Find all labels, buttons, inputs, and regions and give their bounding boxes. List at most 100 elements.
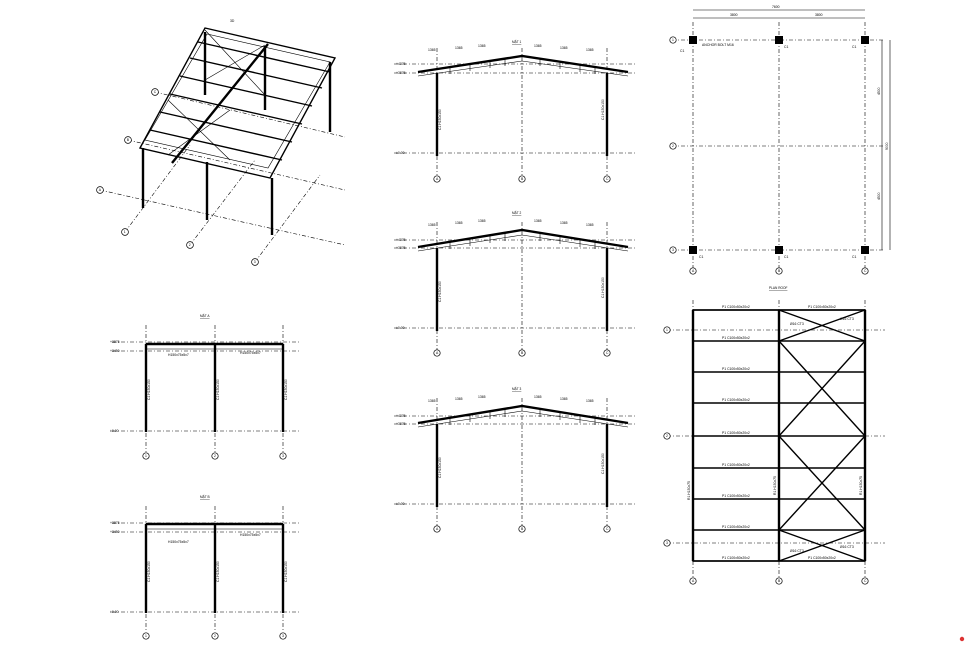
section-a-title: MẶT A (200, 314, 210, 318)
iso-grid-bubbles: A B C 1 2 3 (96, 88, 259, 266)
svg-text:C1 H150x150: C1 H150x150 (601, 277, 605, 298)
svg-text:1365: 1365 (586, 399, 594, 403)
section-2: MẶT 2 +4375 +3875 ±0.00 1365 1365 1365 1… (394, 211, 636, 357)
svg-text:9000: 9000 (885, 142, 889, 150)
svg-text:C: C (606, 177, 609, 181)
svg-text:1365: 1365 (455, 221, 463, 225)
svg-text:1365: 1365 (455, 397, 463, 401)
svg-text:P1 C100x50x20x2: P1 C100x50x20x2 (722, 556, 750, 560)
svg-text:1365: 1365 (428, 399, 436, 403)
svg-text:+4375: +4375 (396, 238, 406, 242)
svg-text:1365: 1365 (534, 219, 542, 223)
svg-text:1: 1 (666, 328, 668, 332)
svg-text:1: 1 (145, 634, 147, 638)
svg-text:C1: C1 (699, 255, 703, 259)
svg-text:+3875: +3875 (110, 521, 120, 525)
svg-text:C1 H150x150: C1 H150x150 (147, 379, 151, 400)
svg-text:1: 1 (124, 230, 126, 234)
svg-text:1365: 1365 (428, 48, 436, 52)
svg-text:2: 2 (214, 454, 216, 458)
svg-text:C1 H150x150: C1 H150x150 (147, 561, 151, 582)
svg-text:Ø16 CT3: Ø16 CT3 (790, 322, 804, 326)
svg-text:1365: 1365 (560, 397, 568, 401)
svg-text:+3875: +3875 (396, 246, 406, 250)
svg-text:R1 H150x75: R1 H150x75 (687, 481, 691, 500)
svg-text:1365: 1365 (586, 48, 594, 52)
svg-text:3: 3 (254, 260, 256, 264)
svg-text:+3450: +3450 (110, 349, 120, 353)
svg-text:C: C (606, 527, 609, 531)
svg-text:1365: 1365 (478, 219, 486, 223)
svg-text:1365: 1365 (455, 46, 463, 50)
svg-text:1365: 1365 (428, 223, 436, 227)
svg-text:3800: 3800 (730, 13, 738, 17)
svg-text:+3875: +3875 (110, 340, 120, 344)
svg-text:1365: 1365 (534, 44, 542, 48)
svg-text:A: A (436, 527, 439, 531)
iso-grid-lines (99, 91, 346, 263)
svg-text:2: 2 (214, 634, 216, 638)
section-3-title: MẶT 3 (512, 387, 522, 391)
iso-columns (141, 32, 332, 235)
section-1-title: MẶT 1 (512, 40, 522, 44)
svg-text:P1 C100x50x20x2: P1 C100x50x20x2 (722, 494, 750, 498)
svg-text:A: A (692, 579, 695, 583)
svg-text:C1: C1 (784, 45, 788, 49)
svg-text:+3450: +3450 (110, 530, 120, 534)
svg-text:P1 C100x50x20x2: P1 C100x50x20x2 (808, 305, 836, 309)
svg-text:3: 3 (666, 541, 668, 545)
svg-text:P1 C100x50x20x2: P1 C100x50x20x2 (722, 336, 750, 340)
svg-text:A: A (692, 269, 695, 273)
svg-text:1365: 1365 (586, 223, 594, 227)
svg-text:2: 2 (666, 434, 668, 438)
svg-text:2: 2 (672, 144, 674, 148)
svg-text:C1 H150x150: C1 H150x150 (438, 281, 442, 302)
svg-text:4500: 4500 (877, 87, 881, 95)
svg-text:1: 1 (672, 38, 674, 42)
svg-text:1365: 1365 (560, 221, 568, 225)
svg-text:±0.00: ±0.00 (396, 326, 405, 330)
svg-text:Ø16 CT3: Ø16 CT3 (790, 549, 804, 553)
svg-text:±0.00: ±0.00 (396, 502, 405, 506)
svg-text:P1 C100x50x20x2: P1 C100x50x20x2 (722, 463, 750, 467)
iso-ridge (171, 43, 269, 164)
svg-text:±0.00: ±0.00 (396, 151, 405, 155)
svg-text:1: 1 (145, 454, 147, 458)
svg-text:A: A (436, 351, 439, 355)
svg-text:C1 H150x150: C1 H150x150 (284, 561, 288, 582)
svg-text:C1: C1 (852, 255, 856, 259)
svg-text:3: 3 (282, 634, 284, 638)
svg-text:1365: 1365 (560, 46, 568, 50)
svg-text:3: 3 (672, 248, 674, 252)
svg-text:C1 H150x150: C1 H150x150 (601, 99, 605, 120)
svg-text:A: A (436, 177, 439, 181)
svg-text:Ø16 CT3: Ø16 CT3 (840, 317, 854, 321)
svg-text:C: C (154, 90, 157, 94)
svg-text:ANCHOR BOLT M16: ANCHOR BOLT M16 (702, 43, 734, 47)
svg-text:B: B (521, 351, 524, 355)
svg-text:1365: 1365 (478, 395, 486, 399)
svg-text:B: B (521, 527, 524, 531)
svg-text:+4375: +4375 (396, 414, 406, 418)
svg-text:B: B (778, 269, 781, 273)
isometric-view: 3D (96, 19, 346, 266)
column-plan-columns (689, 36, 869, 254)
svg-text:C1 H150x150: C1 H150x150 (438, 109, 442, 130)
svg-text:C: C (606, 351, 609, 355)
svg-text:P1 C100x50x20x2: P1 C100x50x20x2 (722, 305, 750, 309)
section-3: MẶT 3 +4375 +3875 ±0.00 1365 1365 1365 1… (394, 387, 636, 533)
svg-text:2: 2 (189, 243, 191, 247)
svg-text:B: B (127, 138, 130, 142)
svg-text:Ø16 CT3: Ø16 CT3 (840, 545, 854, 549)
svg-text:7600: 7600 (772, 5, 780, 9)
svg-text:R1 H150x75: R1 H150x75 (859, 476, 863, 495)
record-dot-icon (959, 636, 965, 642)
svg-text:+4375: +4375 (396, 62, 406, 66)
section-a: MẶT A +3875 +3450 ±0.00 H150x75x5x7 H150… (110, 314, 300, 460)
svg-text:C1 H150x150: C1 H150x150 (438, 457, 442, 478)
svg-text:3800: 3800 (815, 13, 823, 17)
svg-text:C1 H150x150: C1 H150x150 (216, 561, 220, 582)
svg-text:P1 C100x50x20x2: P1 C100x50x20x2 (722, 431, 750, 435)
iso-title: 3D (230, 19, 235, 23)
